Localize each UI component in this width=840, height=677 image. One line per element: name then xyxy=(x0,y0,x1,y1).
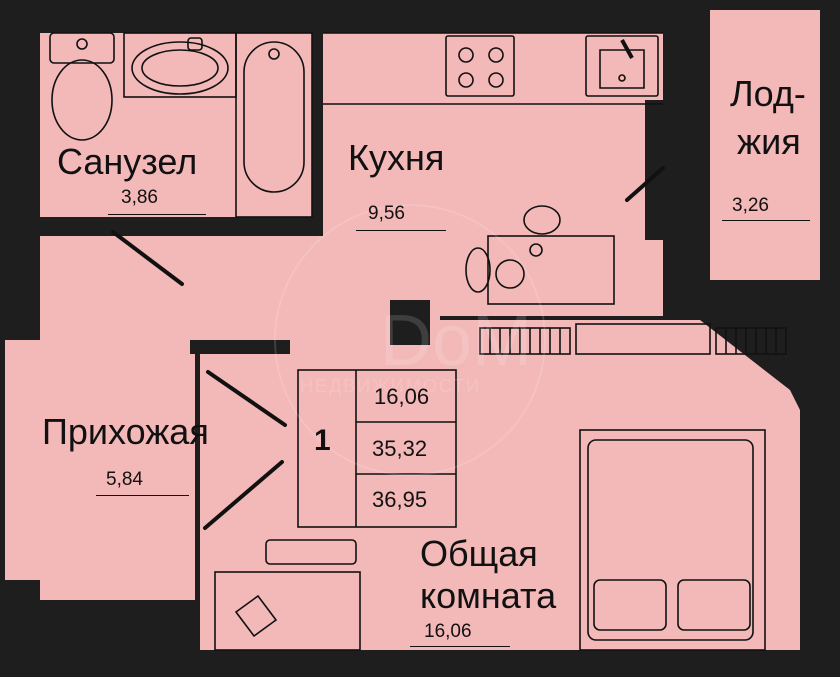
rooms-count: 1 xyxy=(314,424,331,457)
dining-table-icon xyxy=(465,205,615,305)
watermark-logo: DoM НЕДВИЖИМОСТИ xyxy=(274,204,546,476)
loggia-area-underline xyxy=(722,220,810,221)
radiator-icon xyxy=(479,327,571,355)
svg-text:DoM: DoM xyxy=(380,301,532,381)
loggia-name-line2: жия xyxy=(737,121,801,162)
room-fills xyxy=(5,10,820,650)
loggia-name-line1: Лод- xyxy=(730,73,806,114)
living-room-area-underline xyxy=(410,646,510,647)
living-room-area: 16,06 xyxy=(424,621,472,642)
loggia-area: 3,26 xyxy=(732,195,769,216)
living-room-furniture xyxy=(214,323,787,651)
kitchen-area: 9,56 xyxy=(368,203,405,224)
stove-icon xyxy=(445,35,515,97)
living-room-name-line1: Общая xyxy=(420,533,538,574)
radiator-right-icon xyxy=(715,327,787,355)
kitchen-sink-icon xyxy=(585,35,659,97)
loggia-area xyxy=(710,10,820,280)
bathtub-icon xyxy=(235,32,313,218)
hallway-name: Прихожая xyxy=(42,411,209,452)
kitchen-area-underline xyxy=(356,230,446,231)
bathroom-area-underline xyxy=(108,214,206,215)
living-room-area xyxy=(200,320,800,650)
total-area-value: 35,32 xyxy=(372,436,428,461)
hallway-area: 5,84 xyxy=(106,469,143,490)
living-room-name-line2: комната xyxy=(420,575,557,616)
hallway-area xyxy=(5,236,440,600)
bathroom-area: 3,86 xyxy=(121,187,158,208)
sink-icon xyxy=(123,32,237,98)
window-sill xyxy=(575,323,711,355)
door-lines xyxy=(111,166,665,530)
toilet-icon xyxy=(49,32,115,141)
hallway-area-underline xyxy=(96,495,189,496)
living-area-value: 16,06 xyxy=(374,384,430,409)
bed-icon xyxy=(579,429,766,651)
desk-icon xyxy=(214,539,361,651)
bathroom-fixtures xyxy=(49,32,313,218)
svg-text:НЕДВИЖИМОСТИ: НЕДВИЖИМОСТИ xyxy=(300,376,481,396)
kitchen-name: Кухня xyxy=(348,137,445,178)
summary-table-grid xyxy=(297,369,457,528)
bathroom-name: Санузел xyxy=(57,141,198,182)
kitchen-fixtures xyxy=(323,32,663,305)
total-area-with-loggia-value: 36,95 xyxy=(372,487,428,512)
